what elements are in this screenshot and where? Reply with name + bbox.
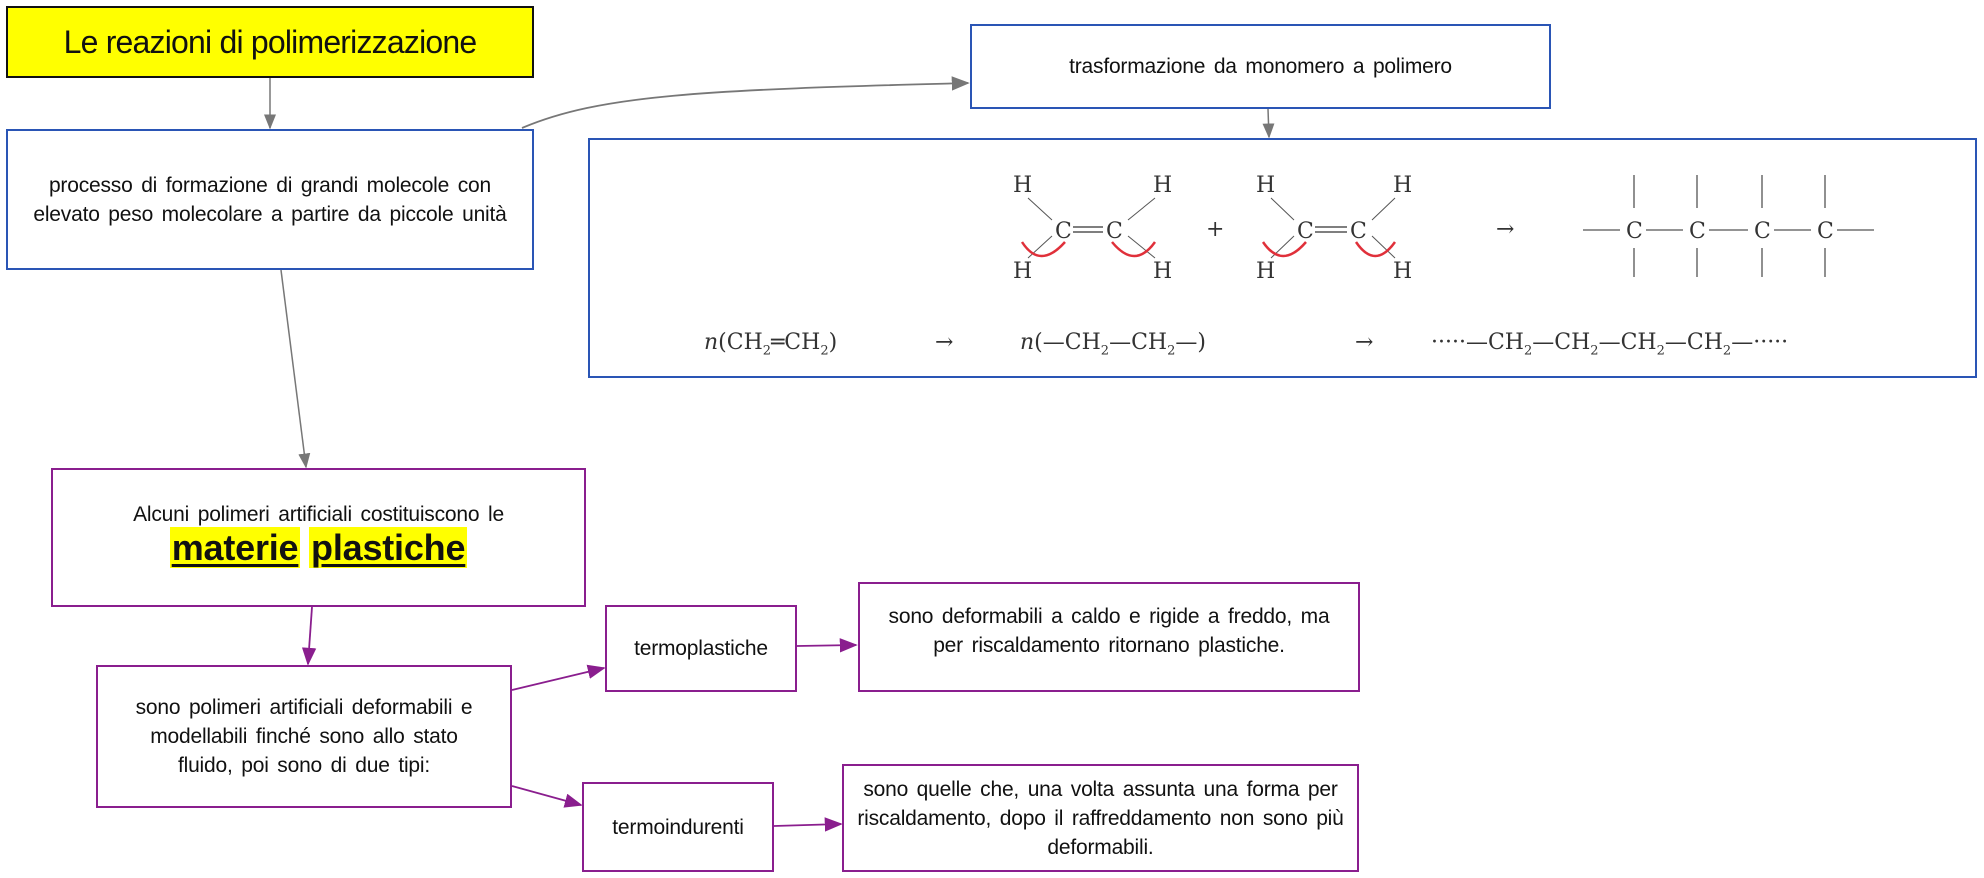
svg-text:C: C — [1754, 219, 1771, 244]
transform-text: trasformazione da monomero a polimero — [1069, 55, 1452, 78]
svg-text:C: C — [1297, 219, 1314, 244]
svg-text:C: C — [1350, 219, 1367, 244]
thermoplastic-label: termoplastiche — [634, 637, 768, 660]
types-box: sono polimeri artificiali deformabili e … — [96, 665, 512, 808]
svg-text:H: H — [1256, 173, 1275, 198]
arrow-thermoset-to-desc — [773, 817, 843, 832]
thermoplastic-box: termoplastiche — [605, 605, 797, 692]
ethylene-molecule-2: H H C C H H — [1256, 173, 1412, 284]
arrow-plastics-to-types — [301, 606, 317, 666]
plastics-text: Alcuni polimeri artificiali costituiscon… — [133, 503, 504, 526]
svg-text:C: C — [1817, 219, 1834, 244]
thermoset-box: termoindurenti — [582, 782, 774, 872]
plastics-highlight: materie plastiche — [169, 527, 468, 568]
chemistry-box: H H C C H H + H H C C H H → C C C C — [588, 138, 1977, 378]
polyethylene-chain-formula: ·····—CH2—CH2—CH2—CH2—····· — [1431, 330, 1789, 359]
svg-text:H: H — [1153, 173, 1172, 198]
reaction-arrow-2: → — [935, 330, 954, 355]
svg-text:H: H — [1013, 259, 1032, 284]
arrow-thermoplastic-to-desc — [796, 638, 858, 653]
reaction-arrow-1: → — [1496, 217, 1514, 242]
arrow-process-to-plastics — [280, 269, 311, 469]
title-box: Le reazioni di polimerizzazione — [6, 6, 534, 78]
arrow-types-to-thermoset — [511, 785, 583, 808]
thermoplastic-description-box: sono deformabili a caldo e rigide a fred… — [858, 582, 1360, 692]
svg-text:H: H — [1153, 259, 1172, 284]
arrow-process-to-transform — [521, 76, 970, 129]
svg-text:C: C — [1106, 219, 1123, 244]
types-text: sono polimeri artificiali deformabili e … — [135, 696, 473, 777]
thermoplastic-description: sono deformabili a caldo e rigide a fred… — [888, 605, 1330, 657]
plus-sign: + — [1206, 217, 1224, 242]
arrow-types-to-thermoplastic — [511, 664, 606, 691]
svg-text:H: H — [1393, 259, 1412, 284]
highlight-plastiche: plastiche — [309, 527, 468, 568]
thermoset-label: termoindurenti — [612, 815, 744, 839]
svg-text:H: H — [1013, 173, 1032, 198]
process-box: processo di formazione di grandi molecol… — [6, 129, 534, 270]
ethylene-structures: H H C C H H + H H C C H H → C C C C — [1013, 173, 1874, 284]
repeat-unit-formula: n(—CH2—CH2—) — [1020, 330, 1206, 359]
highlight-materie: materie — [169, 527, 301, 568]
page-title: Le reazioni di polimerizzazione — [63, 23, 478, 60]
thermoset-description: sono quelle che, una volta assunta una f… — [857, 777, 1344, 859]
transform-box: trasformazione da monomero a polimero — [970, 24, 1551, 109]
process-text: processo di formazione di grandi molecol… — [33, 173, 507, 226]
ethylene-molecule-1: H H C C H H — [1013, 173, 1172, 284]
svg-text:C: C — [1055, 219, 1072, 244]
svg-text:C: C — [1626, 219, 1643, 244]
monomer-formula: n(CH2═CH2) — [704, 330, 838, 359]
svg-text:H: H — [1256, 259, 1275, 284]
thermoset-description-box: sono quelle che, una volta assunta una f… — [842, 764, 1359, 872]
plastics-box: Alcuni polimeri artificiali costituiscon… — [51, 468, 586, 607]
arrow-transform-to-chem — [1262, 108, 1275, 139]
svg-text:H: H — [1393, 173, 1412, 198]
reaction-arrow-3: → — [1355, 330, 1374, 355]
svg-text:C: C — [1689, 219, 1706, 244]
